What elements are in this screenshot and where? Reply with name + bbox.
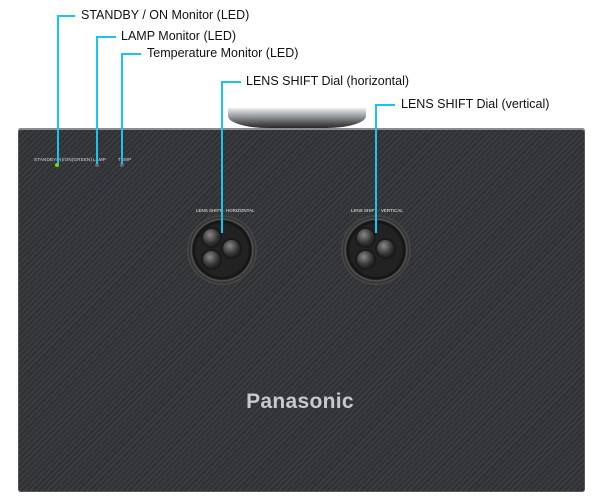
callout-lens-v: LENS SHIFT Dial (vertical)	[401, 97, 550, 111]
lens-cap	[228, 108, 366, 128]
callout-temp: Temperature Monitor (LED)	[147, 46, 299, 60]
brand-logo: Panasonic	[246, 390, 354, 413]
callout-lens-h: LENS SHIFT Dial (horizontal)	[246, 74, 410, 88]
callout-line-standby	[57, 15, 59, 164]
callout-line-lens-v	[375, 104, 377, 233]
callout-line-temp	[121, 53, 123, 164]
projector-body	[18, 128, 585, 492]
callout-standby: STANDBY / ON Monitor (LED)	[81, 8, 250, 22]
temp-led	[120, 163, 124, 167]
callout-line-standby-h	[57, 15, 75, 17]
lamp-panel-label: LAMP	[93, 157, 107, 162]
standby-led	[55, 163, 59, 167]
callout-line-lens-h-h	[221, 81, 241, 83]
callout-line-lens-h	[221, 81, 223, 233]
callout-line-lamp	[96, 36, 98, 164]
lens-shift-horizontal-label: LENS SHIFT · HORIZONTAL	[196, 208, 255, 213]
lens-shift-vertical-dial[interactable]	[343, 217, 409, 283]
standby-panel-label: STANDBY(R)/ON(GREEN)	[34, 157, 93, 162]
temp-panel-label: TEMP	[118, 157, 132, 162]
callout-line-temp-h	[121, 53, 141, 55]
callout-lamp: LAMP Monitor (LED)	[121, 29, 237, 43]
callout-line-lamp-h	[96, 36, 116, 38]
lamp-led	[95, 163, 99, 167]
callout-line-lens-v-h	[375, 104, 395, 106]
